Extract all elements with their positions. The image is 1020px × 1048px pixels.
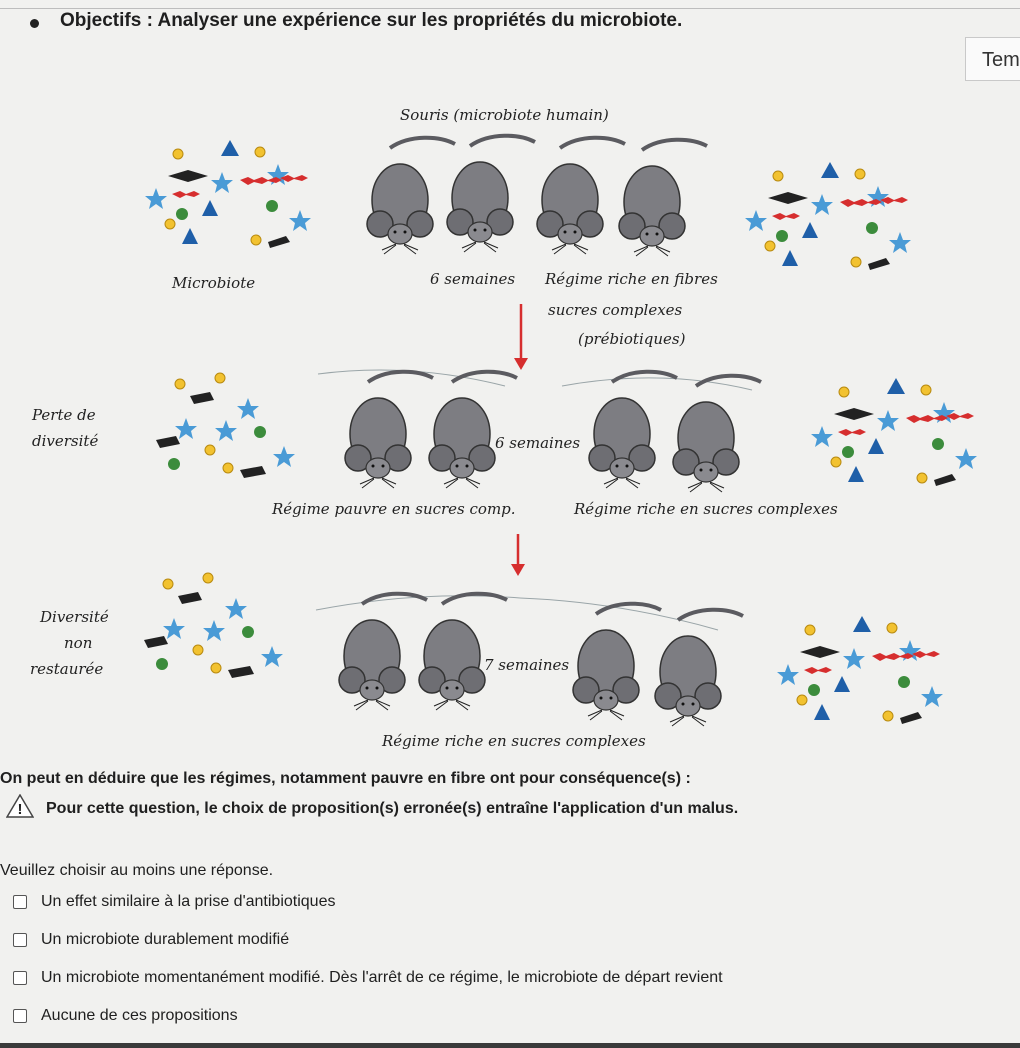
mouse-icon [617, 137, 709, 258]
top-divider [0, 8, 1020, 9]
microbiote-cluster-poor [155, 372, 296, 479]
arrow-step2-head [511, 564, 525, 576]
experiment-figure: Souris (microbiote humain) Microbiote 6 … [0, 90, 1020, 760]
objectives-heading: Objectifs : Analyser une expérience sur … [60, 10, 683, 31]
mouse-icon [445, 133, 537, 254]
question-text: On peut en déduire que les régimes, nota… [0, 770, 691, 787]
mouse-icon [337, 591, 429, 712]
left-label-3b: non [64, 634, 92, 652]
microbiote-cluster-left [144, 139, 312, 249]
microbiote-cluster-right-3 [776, 615, 944, 725]
mouse-icon [671, 373, 763, 494]
duration-step1: 6 semaines [430, 270, 515, 288]
mouse-icon [343, 369, 435, 490]
checkbox[interactable] [13, 933, 27, 947]
diet-step2-right: Régime riche en sucres complexes [573, 500, 838, 518]
left-label-2b: diversité [32, 432, 98, 450]
option-label: Un microbiote durablement modifié [41, 931, 290, 948]
brace [519, 597, 719, 631]
diet-step1-line3: (prébiotiques) [578, 330, 686, 348]
left-label-2a: Perte de [31, 406, 96, 424]
mouse-icon [535, 135, 627, 256]
option-label: Aucune de ces propositions [41, 1007, 238, 1024]
option-label: Un effet similaire à la prise d'antibiot… [41, 893, 336, 910]
left-label-3a: Diversité [39, 608, 109, 626]
option-temporarily-modified[interactable]: Un microbiote momentanément modifié. Dès… [13, 969, 723, 987]
diet-step1-line1: Régime riche en fibres [544, 270, 718, 288]
mouse-icon [571, 601, 663, 722]
svg-text:!: ! [18, 801, 23, 818]
warning-text: Pour cette question, le choix de proposi… [46, 800, 739, 817]
microbiote-label: Microbiote [171, 274, 255, 292]
diet-step3: Régime riche en sucres complexes [381, 732, 646, 750]
mouse-icon [365, 135, 457, 256]
option-none[interactable]: Aucune de ces propositions [13, 1007, 238, 1025]
mouse-icon [417, 591, 509, 712]
diet-step2-left: Régime pauvre en sucres comp. [271, 500, 516, 518]
left-label-3c: restaurée [30, 660, 103, 678]
duration-step3: 7 semaines [484, 656, 569, 674]
option-antibiotics[interactable]: Un effet similaire à la prise d'antibiot… [13, 893, 335, 911]
brace [561, 377, 753, 391]
microbiote-cluster-poor-2 [143, 572, 284, 679]
mouse-icon [653, 607, 745, 728]
checkbox[interactable] [13, 971, 27, 985]
instruction-text: Veuillez choisir au moins une réponse. [0, 862, 274, 879]
checkbox[interactable] [13, 895, 27, 909]
arrow-step1-head [514, 358, 528, 370]
duration-step2: 6 semaines [495, 434, 580, 452]
microbiote-cluster-right [744, 161, 912, 271]
bullet-icon [30, 19, 39, 28]
side-tab[interactable]: Tem [965, 37, 1020, 81]
mouse-icon [427, 369, 519, 490]
warning-icon: ! [6, 794, 34, 818]
figure-canvas: Souris (microbiote humain) Microbiote 6 … [30, 106, 978, 750]
microbiote-cluster-right-2 [810, 377, 978, 487]
bottom-bar [0, 1043, 1020, 1048]
option-label: Un microbiote momentanément modifié. Dès… [41, 969, 723, 986]
diet-step1-line2: sucres complexes [548, 301, 683, 319]
option-durably-modified[interactable]: Un microbiote durablement modifié [13, 931, 289, 949]
figure-title: Souris (microbiote humain) [400, 106, 609, 124]
checkbox[interactable] [13, 1009, 27, 1023]
mouse-icon [587, 369, 679, 490]
